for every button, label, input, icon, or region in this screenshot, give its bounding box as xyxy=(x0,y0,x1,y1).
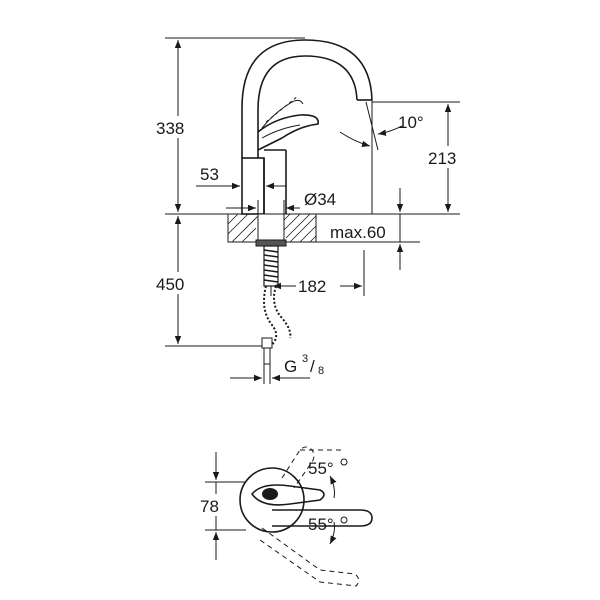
dim-450: 450 xyxy=(152,216,262,347)
label-10deg: 10° xyxy=(398,113,424,132)
dim-max60: max.60 xyxy=(316,188,420,270)
dim-213: 213 xyxy=(316,101,471,215)
dim-thread: G 3 / 8 xyxy=(230,353,324,384)
label-53: 53 xyxy=(200,165,219,184)
supply-hoses xyxy=(261,285,292,365)
label-swivel-bottom: 55° xyxy=(308,515,334,534)
label-thread-den: 8 xyxy=(318,365,324,377)
mounting-deck xyxy=(227,213,317,243)
label-thread-num: 3 xyxy=(302,353,308,365)
label-max60: max.60 xyxy=(330,223,386,242)
label-thread-slash: / xyxy=(310,357,315,376)
dim-338: 338 xyxy=(152,37,305,215)
dim-182: 182 xyxy=(270,250,365,296)
label-diameter-34: Ø34 xyxy=(304,190,336,209)
dim-53: 53 xyxy=(196,164,286,195)
label-78: 78 xyxy=(200,497,219,516)
dim-78: 78 xyxy=(198,452,246,560)
dim-diameter: Ø34 xyxy=(226,190,336,214)
label-338: 338 xyxy=(156,119,184,138)
dim-spout-angle: 10° xyxy=(339,100,424,214)
faucet-top-view: 55° 55° xyxy=(239,446,373,587)
label-swivel-top: 55° xyxy=(308,459,334,478)
label-182: 182 xyxy=(298,277,326,296)
label-213: 213 xyxy=(428,149,456,168)
faucet-side-view xyxy=(241,39,373,215)
label-thread-g: G xyxy=(284,357,297,376)
mounting-stem xyxy=(255,213,287,287)
label-450: 450 xyxy=(156,275,184,294)
